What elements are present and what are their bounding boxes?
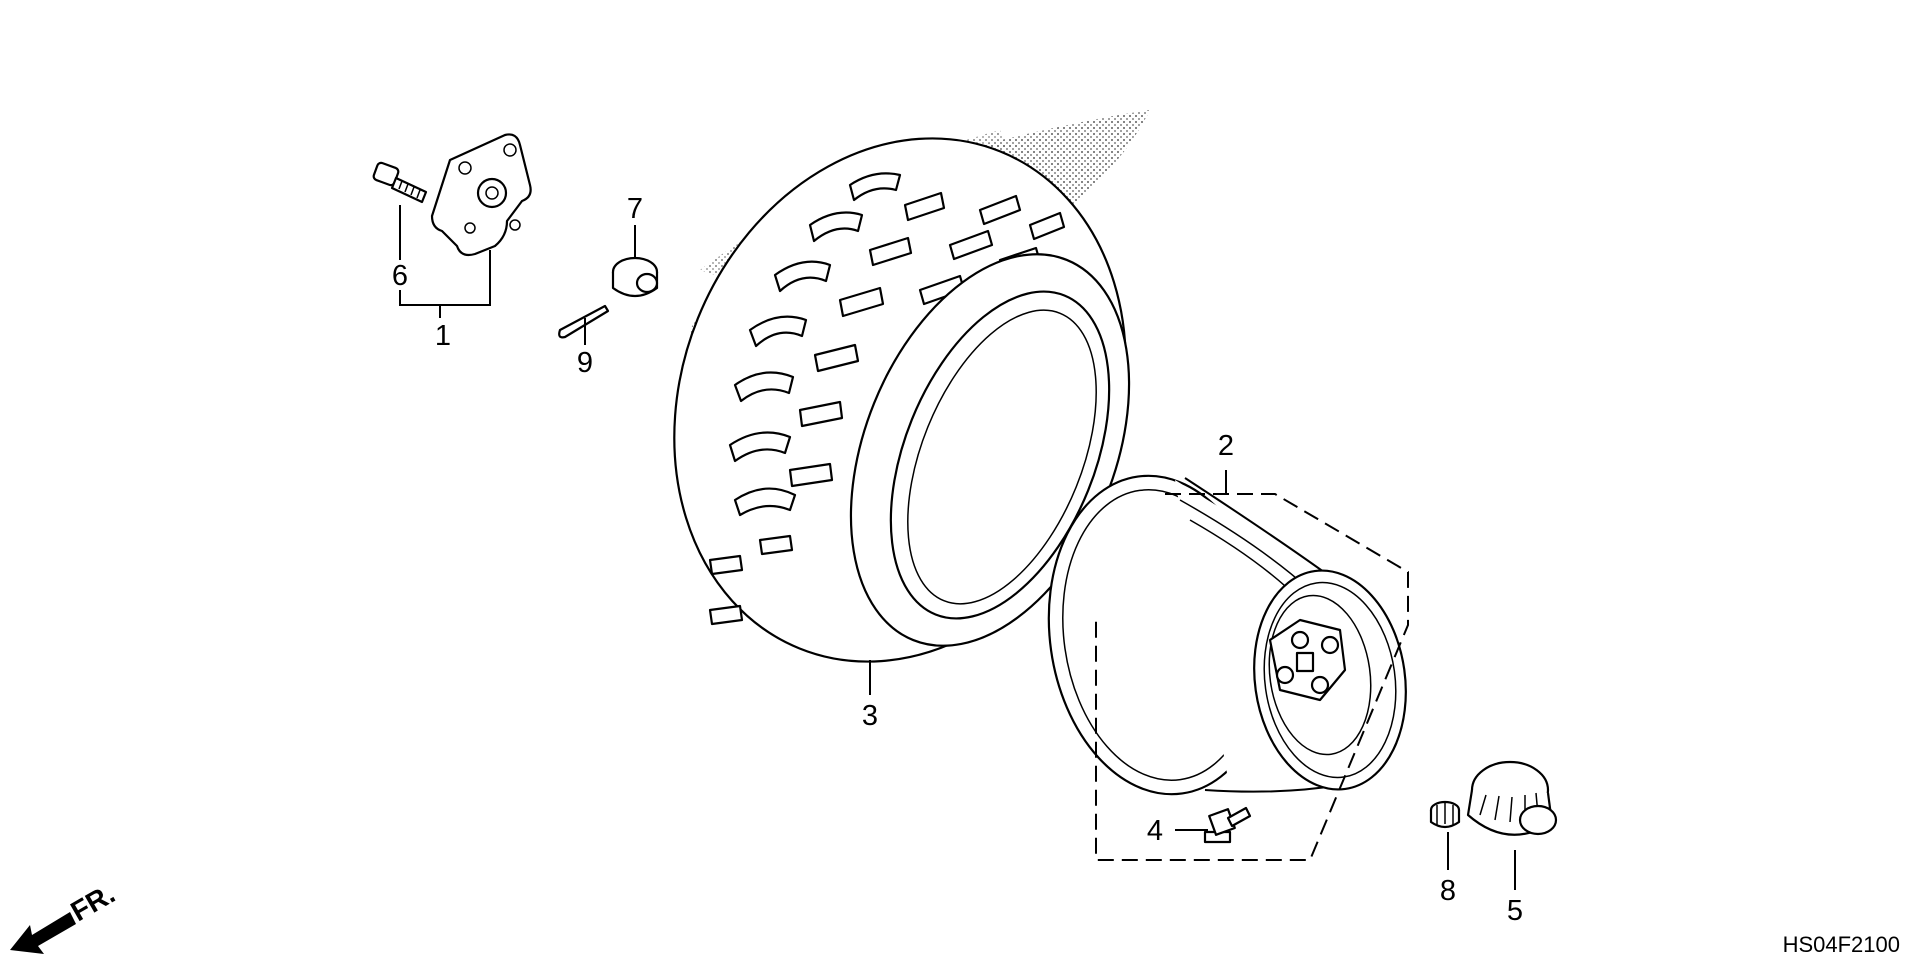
callout-7: 7: [627, 193, 643, 225]
air-valve[interactable]: [1203, 806, 1252, 844]
callout-1: 1: [435, 320, 451, 352]
hub-bolt[interactable]: [372, 161, 428, 204]
diagram-code: HS04F2100: [1783, 932, 1900, 957]
rear-wheel[interactable]: [1029, 461, 1420, 809]
wheel-group-outline: [1095, 493, 1409, 861]
callout-4: 4: [1147, 815, 1163, 847]
hub-cap[interactable]: [1466, 760, 1558, 836]
callout-5: 5: [1507, 895, 1523, 927]
callout-2: 2: [1218, 430, 1234, 462]
callout-8: 8: [1440, 875, 1456, 907]
lug-nut[interactable]: [1429, 800, 1461, 829]
callout-3: 3: [862, 700, 878, 732]
wheel-center-plate: [1268, 618, 1347, 702]
rear-tire[interactable]: [597, 70, 1202, 730]
leader-lines: [399, 205, 1516, 890]
wheel-hub[interactable]: [430, 133, 532, 257]
callout-9: 9: [577, 347, 593, 379]
callout-6: 6: [392, 260, 408, 292]
tire-tread: [708, 172, 1066, 626]
axle-nut[interactable]: [611, 256, 659, 298]
arrow-down-left-icon: FR.: [10, 878, 120, 954]
cotter-pin[interactable]: [558, 304, 610, 339]
